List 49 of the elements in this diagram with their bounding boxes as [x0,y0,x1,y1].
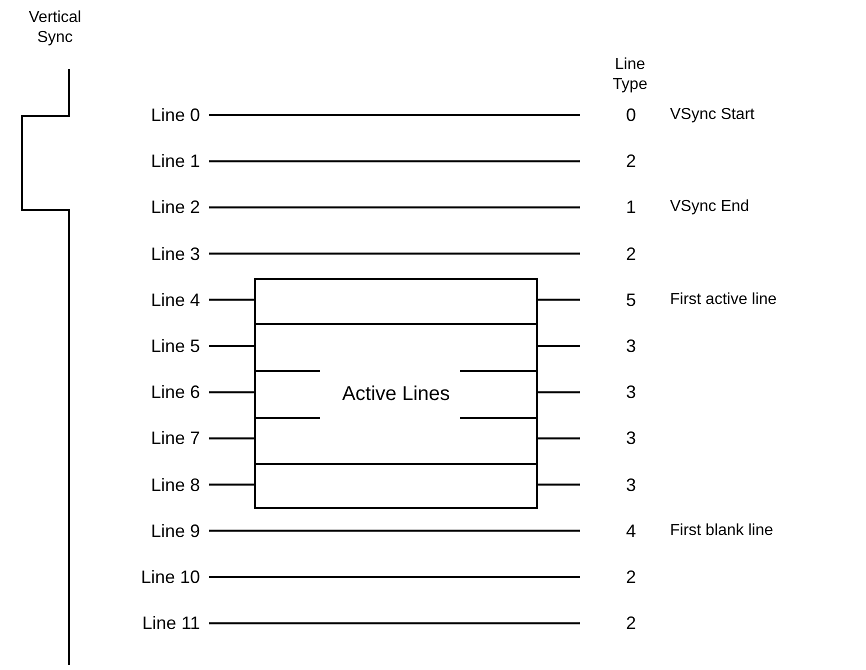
line-type-value: 3 [580,335,642,357]
line-label: Line 1 [99,150,209,172]
line-type-value: 4 [580,520,642,542]
connector-line [538,437,580,440]
line-label: Line 11 [99,612,209,634]
line-label: Line 9 [99,520,209,542]
connector-line [209,484,254,486]
line-type-value: 3 [580,427,642,450]
line-label: Line 10 [99,566,209,588]
connector-line [538,391,580,394]
line-label: Line 7 [99,427,209,450]
line-type-value: 3 [580,381,642,404]
active-lines-box [254,278,538,509]
line-type-value: 2 [580,612,642,634]
line-label: Line 6 [99,381,209,404]
connector-line [538,298,580,301]
line-type-value: 1 [580,196,642,218]
connector-line [209,298,254,301]
connector-line [538,345,580,347]
box-label: Active Lines [341,382,451,406]
connector-line [209,576,580,578]
line-type-value: 0 [580,104,642,126]
line-label: Line 2 [99,196,209,218]
line-type-value: 5 [580,288,642,311]
column-heading: Line Type [612,55,648,95]
line-type-note: VSync End [670,197,750,218]
line-type-value: 2 [580,566,642,588]
line-type-value: 2 [580,242,642,265]
connector-line [209,345,254,347]
connector-line [209,114,580,116]
line-type-note: First active line [670,290,777,310]
connector-line [209,160,580,162]
line-label: Line 8 [99,474,209,496]
line-label: Line 5 [99,335,209,357]
line-type-value: 3 [580,474,642,496]
connector-line [209,391,254,394]
line-type-value: 2 [580,150,642,172]
line-type-note: First blank line [670,520,774,541]
connector-line [209,622,580,624]
line-type-note: VSync Start [670,105,754,125]
line-label: Line 0 [99,104,209,126]
connector-line [209,252,580,255]
connector-line [209,437,254,440]
connector-line [538,484,580,486]
signal-label: Vertical Sync [28,8,82,48]
connector-line [209,530,580,532]
line-label: Line 4 [99,288,209,311]
connector-line [209,206,580,208]
line-label: Line 3 [99,242,209,265]
